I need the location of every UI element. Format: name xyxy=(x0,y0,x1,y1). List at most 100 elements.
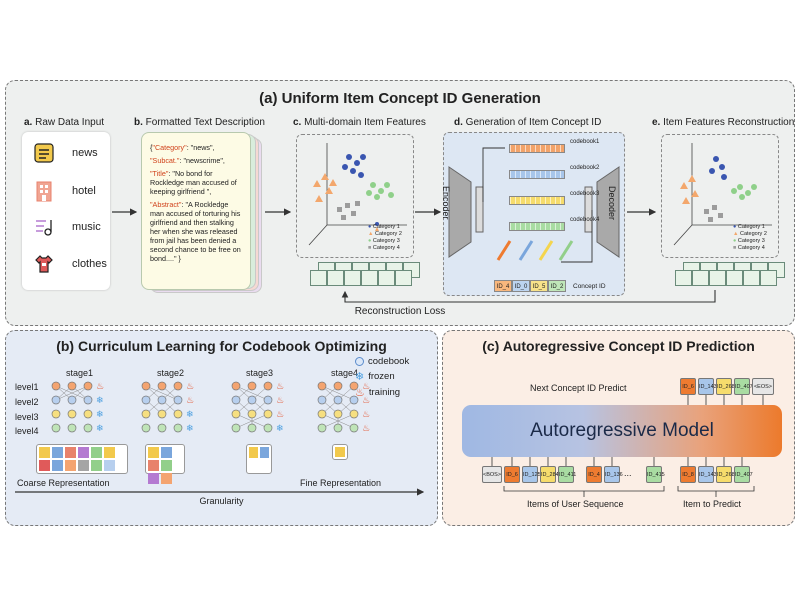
music-icon xyxy=(36,220,52,236)
svg-text:♨: ♨ xyxy=(276,382,284,392)
input-token-bos: <BOS> xyxy=(482,466,502,483)
codebook2-label: codebook2 xyxy=(570,165,600,171)
encoder-label: Encoder xyxy=(441,186,451,220)
flame-icon: ♨ xyxy=(355,387,365,399)
level4-label: level4 xyxy=(15,426,39,436)
target-token-3: ID_268 xyxy=(716,466,735,483)
svg-text:❄: ❄ xyxy=(276,424,284,434)
output-token-4: ID_407 xyxy=(734,378,753,395)
input-token-last: ID_415 xyxy=(646,466,665,483)
step-c-label: c. Multi-domain Item Features xyxy=(293,117,426,128)
granularity-label: Granularity xyxy=(199,496,244,506)
encoder-decoder-diagram xyxy=(448,147,620,263)
raw-item-music: music xyxy=(34,217,101,237)
items-of-user-sequence-label: Items of User Sequence xyxy=(527,499,624,509)
step-b-label: b. Formatted Text Description xyxy=(134,117,265,128)
concept-id-label: Concept ID xyxy=(573,283,606,290)
next-concept-id-label: Next Concept ID Predict xyxy=(530,383,627,393)
concept-id-generation-box xyxy=(443,132,625,296)
target-token-1: ID_8 xyxy=(680,466,696,483)
target-token-4: ID_407 xyxy=(734,466,753,483)
raw-item-hotel: hotel xyxy=(34,180,96,202)
svg-text:❄: ❄ xyxy=(96,410,104,420)
raw-item-news: news xyxy=(34,143,98,163)
stage3-label: stage3 xyxy=(246,368,274,378)
input-token-4: ID_411 xyxy=(558,466,576,483)
stage2-label: stage2 xyxy=(157,368,185,378)
output-token-eos: <EOS> xyxy=(752,378,774,395)
input-token-1: ID_6 xyxy=(504,466,520,483)
svg-text:♨: ♨ xyxy=(362,382,370,392)
svg-text:♨: ♨ xyxy=(276,410,284,420)
codebook-network-diagram: ♨❄❄❄ ♨♨❄❄ ♨♨♨❄ ♨♨♨♨ xyxy=(51,381,370,434)
svg-text:♨: ♨ xyxy=(362,396,370,406)
formatted-text-card: {"Category": "news", "Subcat.": "newscri… xyxy=(141,132,251,290)
news-icon xyxy=(34,143,54,163)
svg-text:❄: ❄ xyxy=(186,410,194,420)
input-token-2: ID_125 xyxy=(522,466,541,483)
feature-strip-e-front xyxy=(675,270,777,286)
panel-b-title: (b) Curriculum Learning for Codebook Opt… xyxy=(56,338,387,354)
level1-label: level1 xyxy=(15,382,39,392)
codebook-circle-icon xyxy=(355,357,364,366)
svg-text:♨: ♨ xyxy=(362,410,370,420)
panel-b-legend: codebook ❄frozen ♨training xyxy=(355,356,435,399)
legend-training: ♨training xyxy=(355,387,401,399)
panel-c-connectors xyxy=(491,395,764,497)
coarse-representation-label: Coarse Representation xyxy=(17,478,110,488)
feature-strip-c-front xyxy=(310,270,412,286)
svg-text:♨: ♨ xyxy=(186,396,194,406)
svg-text:❄: ❄ xyxy=(186,424,194,434)
snowflake-icon: ❄ xyxy=(355,371,365,383)
legend-codebook: codebook xyxy=(355,356,435,367)
codebook2-bar xyxy=(509,170,565,179)
target-token-2: ID_143 xyxy=(698,466,717,483)
concept-id-cell-1: ID_4 xyxy=(494,280,512,292)
codebook4-bar xyxy=(509,222,565,231)
input-token-5: ID_4 xyxy=(586,466,602,483)
decoder-label: Decoder xyxy=(607,186,617,221)
raw-item-clothes: clothes xyxy=(34,254,107,274)
svg-text:♨: ♨ xyxy=(96,382,104,392)
level3-label: level3 xyxy=(15,412,39,422)
svg-text:❄: ❄ xyxy=(96,424,104,434)
stage2-item-thumbnails xyxy=(145,444,185,484)
svg-text:♨: ♨ xyxy=(186,382,194,392)
panel-b-curriculum-learning xyxy=(5,330,438,526)
step-e-label: e. Item Features Reconstruction xyxy=(652,117,795,128)
fine-representation-label: Fine Representation xyxy=(300,478,382,488)
legend-frozen: ❄frozen xyxy=(355,371,395,383)
stage1-item-thumbnails xyxy=(36,444,128,474)
step-a-label: a. Raw Data Input xyxy=(24,117,105,128)
autoregressive-model-block: Autoregressive Model xyxy=(462,405,782,457)
scatter-plot-c xyxy=(308,143,407,246)
codebook1-label: codebook1 xyxy=(570,139,600,145)
input-ellipsis: ... xyxy=(624,468,632,478)
item-to-predict-label: Item to Predict xyxy=(683,499,742,509)
reconstruction-loss-label: Reconstruction Loss xyxy=(354,306,446,317)
codebook4-label: codebook4 xyxy=(570,217,600,223)
concept-id-cell-3: ID_5 xyxy=(530,280,548,292)
output-token-2: ID_143 xyxy=(698,378,717,395)
codebook1-bar xyxy=(509,144,565,153)
clothes-icon xyxy=(35,255,53,273)
step-d-label: d. Generation of Item Concept ID xyxy=(454,117,602,128)
legend-c: ● Category 1 ▲ Category 2 ● Category 3 ■… xyxy=(368,224,402,251)
panel-c-title: (c) Autoregressive Concept ID Prediction xyxy=(482,338,755,354)
stage4-label: stage4 xyxy=(331,368,359,378)
input-token-3: ID_284 xyxy=(540,466,559,483)
granularity-arrow xyxy=(15,488,425,496)
codebook3-bar xyxy=(509,196,565,205)
svg-text:♨: ♨ xyxy=(276,396,284,406)
reconstructed-feature-scatter xyxy=(661,134,779,258)
scatter-plot-e xyxy=(673,143,772,246)
output-token-3: ID_268 xyxy=(716,378,735,395)
svg-text:♨: ♨ xyxy=(362,424,370,434)
concept-id-cell-4: ID_2 xyxy=(548,280,566,292)
stage4-item-thumbnail xyxy=(332,444,348,460)
codebook3-label: codebook3 xyxy=(570,191,600,197)
concept-id-cell-2: ID_0 xyxy=(512,280,530,292)
hotel-icon xyxy=(36,181,52,202)
quantization-arrows xyxy=(496,240,574,261)
